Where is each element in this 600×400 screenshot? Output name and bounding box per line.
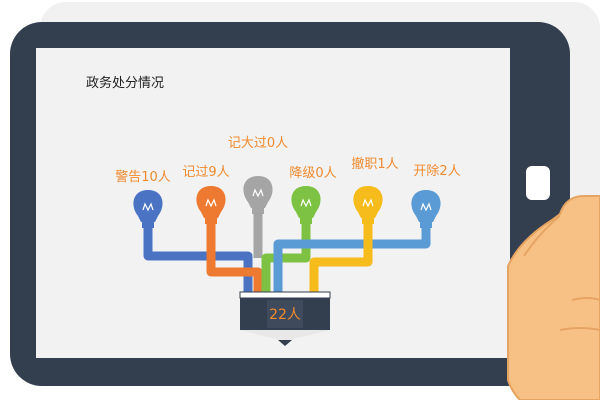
pipes — [143, 212, 431, 292]
bulb-1 — [133, 190, 163, 228]
bulb-2 — [196, 186, 226, 224]
bulb-label-4: 降级0人 — [289, 166, 336, 181]
total-box: 22人 — [239, 291, 331, 346]
home-button[interactable] — [526, 166, 550, 200]
lightbulb-icon — [353, 186, 383, 218]
pipe-lightblue — [273, 226, 431, 292]
bulb-label-2: 记过9人 — [182, 165, 229, 180]
bulb-6 — [411, 190, 441, 228]
lightbulb-icon — [196, 186, 226, 218]
lightbulb-icon — [291, 186, 321, 218]
lightbulb-icon — [133, 190, 163, 222]
pipe-yellow — [309, 224, 373, 292]
bulb-4 — [291, 186, 321, 224]
bulb-5 — [353, 186, 383, 224]
bulb-label-6: 开除2人 — [413, 164, 460, 179]
total-count: 22人 — [269, 307, 301, 323]
bulb-3 — [243, 176, 273, 214]
hand-illustration — [507, 195, 600, 400]
lightbulb-icon — [411, 190, 441, 222]
pipe-orange — [206, 224, 263, 292]
lightbulb-icon — [243, 176, 273, 208]
bulb-label-1: 警告10人 — [115, 169, 171, 185]
bulb-label-5: 撤职1人 — [351, 156, 398, 172]
slide-title: 政务处分情况 — [86, 75, 164, 91]
bulb-label-3: 记大过0人 — [228, 136, 288, 151]
